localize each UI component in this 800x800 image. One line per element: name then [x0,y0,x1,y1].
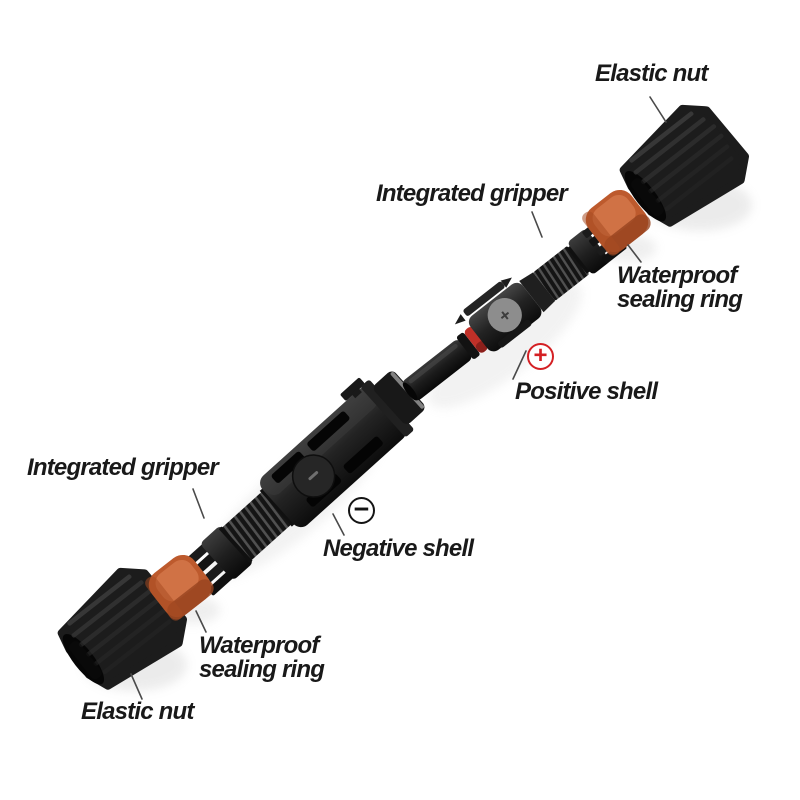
leader-positive-shell [512,350,527,380]
negative-body [260,377,406,528]
negative-symbol: − [353,494,370,524]
positive-symbol: + [533,341,548,369]
positive-body: + [454,277,542,352]
positive-polarity-badge: + [527,343,554,370]
elastic-nut-bottom-illustration [57,567,188,690]
leader-waterproof-top [627,244,642,263]
waterproof-sealing-ring-top-illustration [582,189,651,256]
label-negative-shell: Negative shell [323,535,474,562]
label-elastic-nut-top: Elastic nut [595,60,708,87]
leader-negative-shell [332,513,345,536]
negative-polarity-badge: − [348,494,375,524]
leader-waterproof-bottom [195,610,207,633]
elastic-nut-top-illustration [619,104,750,227]
leader-lines [130,96,667,700]
leader-elastic-nut-bottom [130,673,143,700]
label-elastic-nut-bottom: Elastic nut [81,698,194,725]
leader-elastic-nut-top [649,96,667,123]
negative-thread [221,491,292,561]
leader-integrated-gripper-left [192,488,205,519]
label-waterproof-sealing-ring-top: Waterproof sealing ring [617,262,743,313]
waterproof-sealing-ring-bottom-illustration [145,554,214,621]
label-integrated-gripper-top: Integrated gripper [376,180,568,207]
label-integrated-gripper-left: Integrated gripper [27,454,219,481]
positive-thread [533,246,589,301]
label-waterproof-sealing-ring-bottom: Waterproof sealing ring [199,632,325,683]
positive-pin-barrel [402,340,472,401]
negative-polarity-engraving [308,471,319,481]
negative-integrated-gripper-part [186,527,252,596]
label-positive-shell: Positive shell [515,378,658,405]
leader-integrated-gripper-top [531,211,543,238]
negative-shell-illustration [186,371,425,596]
